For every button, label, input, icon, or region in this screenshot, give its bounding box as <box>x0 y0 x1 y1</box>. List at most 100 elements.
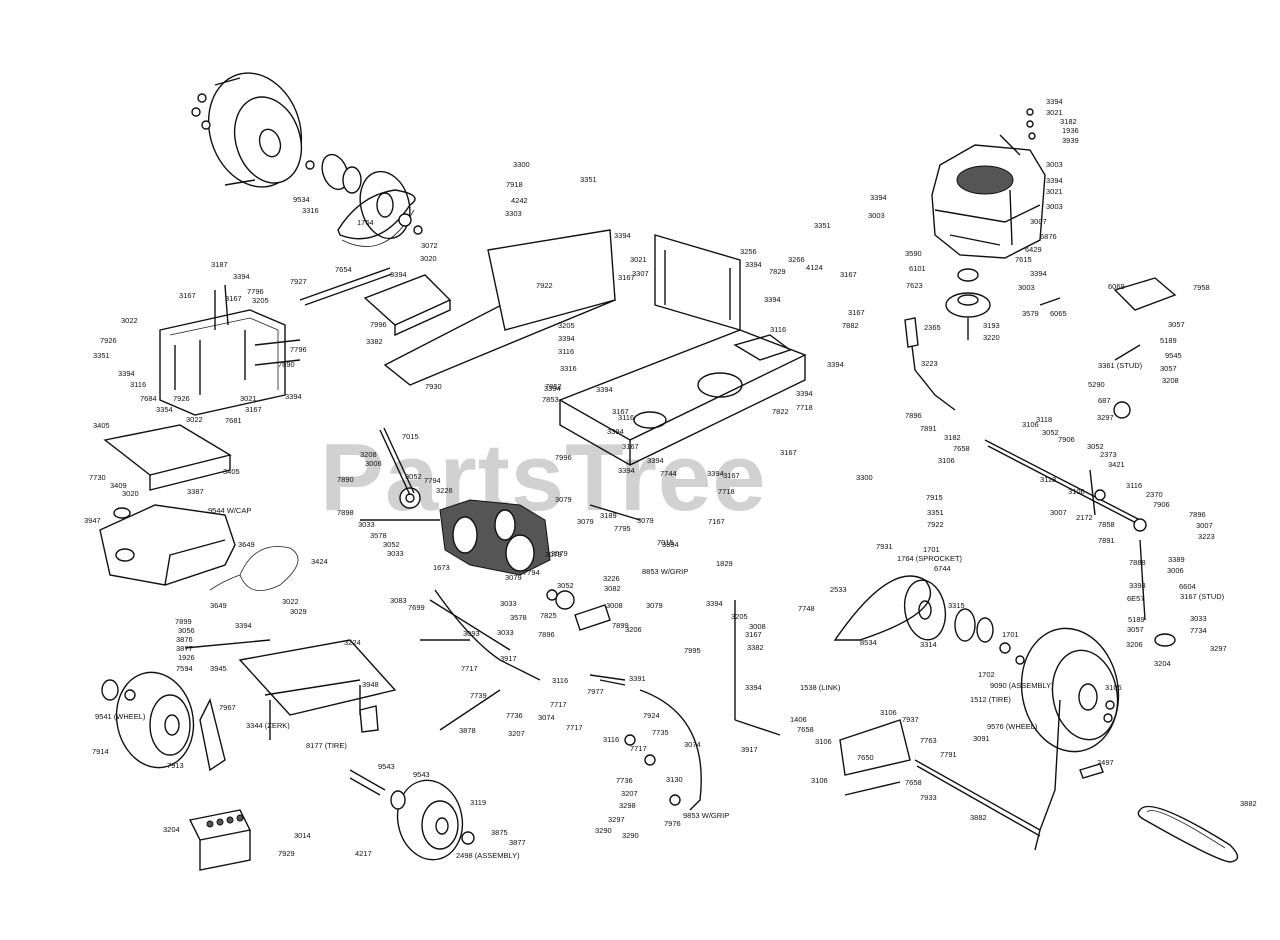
part-label: 7858 <box>1098 520 1115 529</box>
part-label: 7718 <box>796 403 813 412</box>
part-label: 2497 <box>1097 758 1114 767</box>
part-label: 3022 <box>121 316 138 325</box>
part-label: 3875 <box>491 828 508 837</box>
part-label: 3008 <box>606 601 623 610</box>
part-label: 3079 <box>551 549 568 558</box>
part-label: 3007 <box>1196 521 1213 530</box>
part-label: 7926 <box>173 394 190 403</box>
engine <box>931 108 1061 340</box>
part-label: 7015 <box>402 432 419 441</box>
part-label: 7976 <box>664 819 681 828</box>
part-label: 7896 <box>1189 510 1206 519</box>
part-label: 2498 (ASSEMBLY) <box>456 851 520 860</box>
part-label: 3394 <box>558 334 575 343</box>
part-label: 7734 <box>1190 626 1207 635</box>
front-right-wheel <box>349 769 475 861</box>
part-label: 3020 <box>122 489 139 498</box>
part-label: 3394 <box>764 295 781 304</box>
part-label: 7995 <box>684 646 701 655</box>
part-label: 4242 <box>511 196 528 205</box>
part-label: 7915 <box>926 493 943 502</box>
part-label: 3189 <box>600 511 617 520</box>
part-label: 7931 <box>876 542 893 551</box>
part-label: 7717 <box>461 664 478 673</box>
part-label: 3118 <box>1036 415 1052 424</box>
part-label: 3052 <box>1042 428 1059 437</box>
part-label: 3052 <box>383 540 400 549</box>
part-label: 7594 <box>176 664 193 673</box>
part-label: 3266 <box>788 255 805 264</box>
part-label: 7933 <box>920 793 937 802</box>
part-label: 3394 <box>285 392 302 401</box>
part-label: 3878 <box>459 726 476 735</box>
part-label: 7996 <box>555 453 572 462</box>
part-label: 3316 <box>302 206 319 215</box>
part-label: 7996 <box>370 320 387 329</box>
part-label: 2365 <box>924 323 941 332</box>
front-axle-assembly <box>184 589 702 811</box>
part-label: 7167 <box>708 517 725 526</box>
part-label: 1512 (TIRE) <box>970 695 1011 704</box>
part-label: 3394 <box>233 272 250 281</box>
part-label: 7735 <box>652 728 669 737</box>
brake-linkage <box>904 277 1177 647</box>
part-label: 3394 <box>707 469 724 478</box>
part-label: 7684 <box>140 394 157 403</box>
part-label: 1829 <box>716 559 733 568</box>
part-label: 3029 <box>290 607 307 616</box>
part-label: 3394 <box>618 466 635 475</box>
part-label: 7898 <box>337 508 354 517</box>
part-label: 3394 <box>614 231 631 240</box>
part-label: 6065 <box>1050 309 1067 318</box>
part-label: 3877 <box>509 838 526 847</box>
part-label: 3118 <box>1040 475 1056 484</box>
part-label: 2370 <box>1146 490 1163 499</box>
part-label: 3300 <box>856 473 873 482</box>
part-label: 7744 <box>660 469 677 478</box>
part-label: 3056 <box>178 626 195 635</box>
part-label: 3394 <box>1046 176 1063 185</box>
part-label: 3394 <box>235 621 252 630</box>
part-label: 7739 <box>470 691 487 700</box>
part-label: 3394 <box>662 540 679 549</box>
part-label: 6604 <box>1179 582 1196 591</box>
part-label: 3167 (STUD) <box>1180 592 1225 601</box>
part-label: 3387 <box>187 487 204 496</box>
part-label: 3876 <box>176 635 193 644</box>
part-label: 7794 <box>523 568 540 577</box>
drive-belt <box>1137 805 1239 863</box>
part-label: 3882 <box>1240 799 1257 808</box>
part-label: 3130 <box>666 775 683 784</box>
part-label: 3223 <box>1198 532 1215 541</box>
part-label: 7853 <box>542 395 559 404</box>
part-label: 5189 <box>1160 336 1177 345</box>
part-label: 3382 <box>366 337 383 346</box>
part-label: 3382 <box>747 643 764 652</box>
part-label: 3182 <box>944 433 961 442</box>
part-label: 7891 <box>1098 536 1115 545</box>
part-label: 3421 <box>1108 460 1125 469</box>
part-label: 3208 <box>360 450 377 459</box>
part-label: 3394 <box>706 599 723 608</box>
part-label: 3394 <box>647 456 664 465</box>
part-label: 3314 <box>920 640 937 649</box>
part-label: 7015 <box>657 538 674 547</box>
part-label: 7899 <box>175 617 192 626</box>
part-label: 4124 <box>806 263 823 272</box>
part-label: 3882 <box>970 813 987 822</box>
part-label: 3106 <box>938 456 955 465</box>
part-label: 3057 <box>1160 364 1177 373</box>
part-label: 3917 <box>741 745 758 754</box>
rear-right-wheel-assembly <box>833 575 1120 753</box>
part-label: 7926 <box>100 336 117 345</box>
part-label: 3167 <box>780 448 797 457</box>
part-label: 3003 <box>868 211 885 220</box>
part-label: 9545 <box>1165 351 1182 360</box>
part-label: 1764 <box>357 218 374 227</box>
part-label: 3003 <box>1046 202 1063 211</box>
part-label: 3167 <box>618 273 635 282</box>
part-label: 7825 <box>540 611 557 620</box>
part-label: 3006 <box>365 459 382 468</box>
part-label: 3006 <box>1167 566 1184 575</box>
part-label: 3106 <box>880 708 897 717</box>
